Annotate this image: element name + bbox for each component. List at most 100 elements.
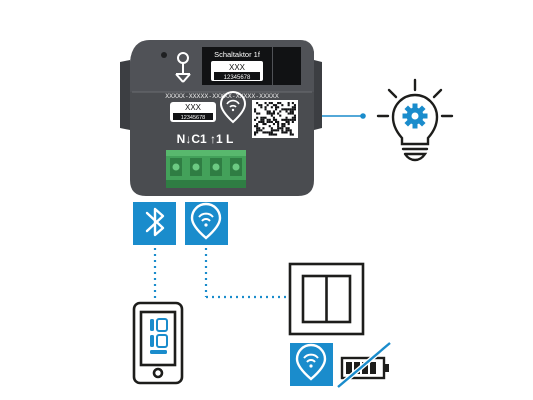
qr-cell	[285, 120, 288, 123]
output-dot	[360, 113, 366, 119]
qr-cell	[277, 123, 280, 126]
qr-cell	[262, 118, 265, 121]
qr-cell	[254, 125, 257, 128]
qr-cell	[291, 118, 294, 121]
qr-cell	[287, 112, 290, 115]
qr-cell	[289, 108, 292, 111]
qr-cell	[260, 106, 263, 109]
qr-cell	[287, 127, 290, 130]
qr-cell	[260, 120, 263, 123]
qr-cell	[277, 127, 280, 130]
qr-cell	[254, 131, 257, 134]
phone-app-screen	[150, 318, 168, 354]
qr-cell	[293, 104, 296, 107]
qr-cell	[289, 110, 292, 113]
qr-cell	[262, 131, 265, 134]
qr-cell	[281, 131, 284, 134]
qr-cell	[275, 133, 278, 136]
qr-cell	[277, 106, 280, 109]
qr-cell	[283, 131, 286, 134]
dotted-connectors	[153, 248, 286, 299]
qr-cell	[268, 102, 271, 105]
qr-cell	[289, 131, 292, 134]
qr-cell	[266, 110, 269, 113]
qr-cell	[293, 108, 296, 111]
terminal-screw	[192, 163, 200, 171]
qr-cell	[258, 120, 261, 123]
qr-cell	[270, 102, 273, 105]
qr-cell	[264, 131, 267, 134]
qr-cell	[266, 104, 269, 107]
product-label-text: Schaltaktor 1f	[214, 50, 261, 59]
qr-cell	[258, 129, 261, 132]
qr-cell	[287, 108, 290, 111]
qr-cell	[291, 120, 294, 123]
qr-cell	[281, 118, 284, 121]
qr-cell	[275, 118, 278, 121]
qr-cell	[264, 102, 267, 105]
qr-cell	[275, 129, 278, 132]
qr-cell	[285, 108, 288, 111]
qr-cell	[254, 118, 257, 121]
terminal-screw	[172, 163, 180, 171]
qr-cell	[266, 112, 269, 115]
qr-cell	[291, 110, 294, 113]
qr-cell	[272, 118, 275, 121]
qr-cell	[258, 104, 261, 107]
qr-cell	[262, 120, 265, 123]
qr-cell	[270, 127, 273, 130]
qr-cell	[291, 108, 294, 111]
product-code: XXX	[229, 63, 246, 72]
wifi-location-icon-small	[295, 343, 327, 381]
module-code: XXX	[185, 103, 202, 112]
qr-cell	[283, 125, 286, 128]
qr-cell	[277, 120, 280, 123]
qr-cell	[264, 123, 267, 126]
qr-cell	[272, 104, 275, 107]
qr-cell	[287, 118, 290, 121]
qr-cell	[279, 114, 282, 117]
wifi-location-badge	[185, 202, 228, 245]
qr-cell	[279, 102, 282, 105]
qr-cell	[254, 108, 257, 111]
qr-cell	[289, 129, 292, 132]
qr-cell	[260, 116, 263, 119]
qr-cell	[272, 116, 275, 119]
qr-cell	[272, 110, 275, 113]
qr-cell	[268, 125, 271, 128]
device-wifi-location-icon	[219, 91, 247, 124]
qr-cell	[277, 125, 280, 128]
qr-cell	[262, 116, 265, 119]
qr-cell	[275, 106, 278, 109]
battery-crossed-icon	[336, 341, 392, 389]
qr-cell	[256, 131, 259, 134]
qr-cell	[266, 118, 269, 121]
qr-cell	[279, 127, 282, 130]
qr-cell	[285, 131, 288, 134]
qr-cell	[268, 120, 271, 123]
qr-cell	[283, 108, 286, 111]
qr-cell	[256, 125, 259, 128]
qr-cell	[266, 120, 269, 123]
qr-cell	[283, 118, 286, 121]
bluetooth-icon	[145, 207, 165, 237]
qr-cell	[291, 106, 294, 109]
qr-cell	[256, 112, 259, 115]
qr-cell	[283, 123, 286, 126]
wifi-badge-small	[290, 343, 333, 386]
qr-cell	[275, 104, 278, 107]
qr-cell	[279, 110, 282, 113]
qr-cell	[293, 116, 296, 119]
qr-cell	[287, 102, 290, 105]
qr-cell	[291, 133, 294, 136]
qr-cell	[268, 131, 271, 134]
qr-cell	[285, 118, 288, 121]
qr-cell	[270, 106, 273, 109]
reset-hole	[161, 52, 167, 58]
qr-cell	[254, 110, 257, 113]
qr-cell	[262, 123, 265, 126]
qr-cell	[264, 108, 267, 111]
qr-cell	[270, 129, 273, 132]
qr-cell	[262, 127, 265, 130]
qr-cell	[264, 106, 267, 109]
